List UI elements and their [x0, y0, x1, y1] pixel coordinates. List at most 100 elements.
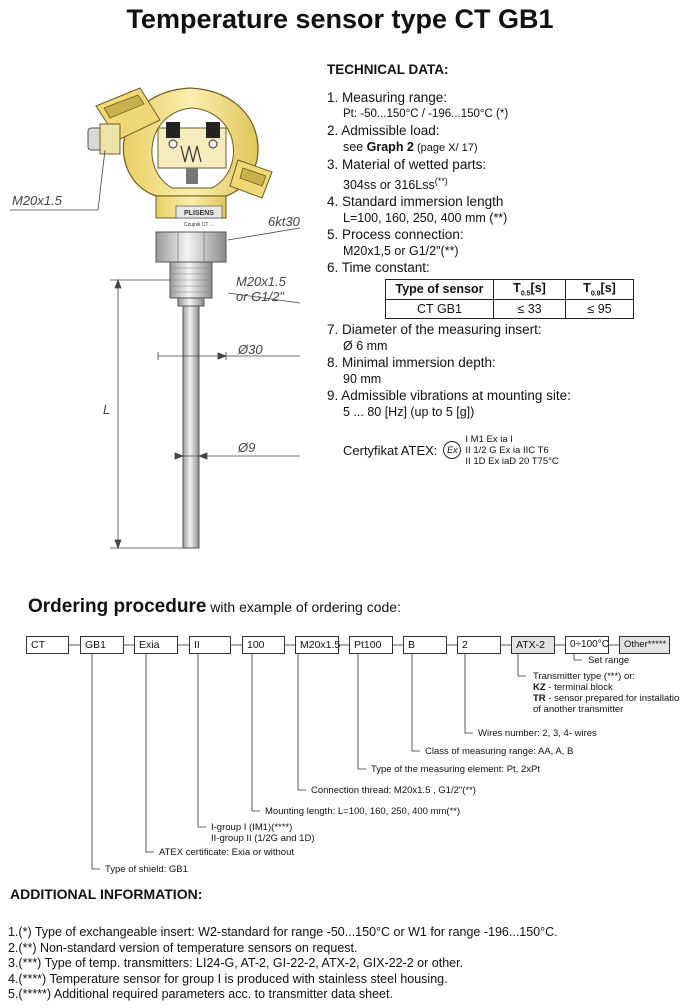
ordering-subtitle: with example of ordering code: — [206, 599, 401, 615]
annotation-element: Type of the measuring element: Pt, 2xPt — [371, 764, 540, 775]
annotation-transmitter: Transmitter type (***) or: KZ - terminal… — [533, 671, 680, 715]
cert-line-2: II 1/2 G Ex ia IIC T6 — [465, 444, 549, 456]
annotation-group-1: I-group I (IM1)(****) — [211, 822, 293, 833]
annotation-group-2: II-group II (1/2G and 1D) — [211, 833, 315, 844]
t09-sub: 0.9 — [590, 290, 601, 298]
time-constant-table: Type of sensor T0.5[s] T0.9[s] CT GB1 ≤ … — [385, 279, 634, 319]
annotation-mounting: Mounting length: L=100, 160, 250, 400 mm… — [265, 806, 461, 817]
tech-item-9-value: 5 ... 80 [Hz] (up to 5 [g]) — [343, 404, 475, 419]
code-box-length: 100 — [242, 636, 285, 654]
ordering-heading: Ordering procedure with example of order… — [28, 596, 401, 618]
annotation-transmitter-1: Transmitter type (***) or: — [533, 671, 636, 682]
tech-item-6: 6. Time constant: — [327, 260, 430, 276]
tech-item-3-value: 304ss or 316Lss(**) — [327, 173, 677, 193]
code-box-class: B — [403, 636, 447, 654]
tech-item-4-value: L=100, 160, 250, 400 mm (**) — [343, 211, 508, 226]
code-box-group: II — [189, 636, 231, 654]
annotation-tr: TR — [533, 693, 546, 704]
sensor-stem — [155, 231, 227, 549]
table-header-t05: T0.5[s] — [493, 279, 566, 300]
tech-item-7: 7. Diameter of the measuring insert: — [327, 321, 542, 337]
annotation-transmitter-4: of another transmitter — [533, 704, 624, 715]
technical-data: TECHNICAL DATA: 1. Measuring range: Pt: … — [327, 62, 677, 467]
table-header-type: Type of sensor — [385, 279, 494, 300]
note-1: 1.(*) Type of exchangeable insert: W2-st… — [8, 925, 558, 939]
annotation-tr-desc: - sensor prepared for installation — [545, 693, 680, 704]
annotation-group: I-group I (IM1)(****) II-group II (1/2G … — [211, 822, 315, 844]
tech-item-8: 8. Minimal immersion depth: — [327, 354, 496, 370]
code-box-other: Other***** — [619, 636, 670, 654]
tech-item-2: 2. Admissible load: — [327, 123, 440, 138]
ordering-leader-lines — [69, 644, 619, 870]
table-header-t09: T0.9[s] — [565, 279, 634, 300]
dim-d30-label: Ø30 — [238, 342, 263, 357]
annotation-kz: KZ — [533, 682, 546, 693]
table-cell-type: CT GB1 — [385, 298, 494, 319]
table-cell-t09: ≤ 95 — [565, 298, 634, 319]
code-box-thread: M20x1.5 — [295, 636, 340, 654]
tech-item-3-material: 304ss or 316Lss — [343, 178, 435, 193]
cert-line-1: I M1 Ex ia I — [465, 433, 513, 445]
tech-heading: TECHNICAL DATA: — [327, 62, 449, 77]
note-5: 5.(*****) Additional required parameters… — [8, 987, 393, 1001]
sensor-drawing: PLISENS Czujnik CT ... — [10, 87, 301, 550]
tech-item-3: 3. Material of wetted parts: — [327, 157, 487, 172]
t05-unit: [s] — [530, 281, 546, 296]
code-box-shield: GB1 — [80, 636, 124, 654]
housing-head: PLISENS Czujnik CT ... — [87, 87, 273, 228]
dim-thread-label-1: M20x1.5 — [236, 274, 286, 289]
code-box-wires: 2 — [457, 636, 501, 654]
tech-item-5-value: M20x1,5 or G1/2"(**) — [343, 244, 459, 259]
tech-item-1-value: Pt: -50...150°C / -196...150°C (*) — [343, 108, 509, 120]
note-3: 3.(***) Type of temp. transmitters: LI24… — [8, 956, 464, 970]
dimension-lines — [10, 149, 301, 550]
tech-item-2-graph: Graph 2 — [366, 140, 414, 154]
ordering-title: Ordering procedure — [28, 596, 207, 617]
code-box-transmitter: ATX-2 — [511, 636, 555, 654]
tech-item-7-value: Ø 6 mm — [343, 338, 388, 353]
t05-t: T — [513, 281, 521, 296]
dim-m20-label: M20x1.5 — [12, 193, 62, 208]
tech-item-9: 9. Admissible vibrations at mounting sit… — [327, 387, 571, 403]
code-box-element: Pt100 — [349, 636, 393, 654]
annotation-set-range: Set range — [588, 655, 630, 666]
t09-unit: [s] — [600, 281, 616, 296]
t05-sub: 0.5 — [520, 290, 531, 298]
code-box-atex: Exia — [134, 636, 178, 654]
additional-notes: 1.(*) Type of exchangeable insert: W2-st… — [8, 925, 558, 1003]
tech-item-8-value: 90 mm — [343, 371, 382, 386]
atex-certificate: Certyfikat ATEX: Ex I M1 Ex ia I II 1/2 … — [327, 434, 677, 467]
annotation-transmitter-2: KZ - terminal block — [533, 682, 680, 693]
ex-icon: Ex — [443, 441, 462, 460]
tech-item-1: 1. Measuring range: — [327, 90, 448, 105]
cert-line-3: II 1D Ex iaD 20 T75°C — [465, 455, 559, 467]
dim-thread-label-2: or G1/2" — [236, 289, 284, 304]
annotation-wires: Wires number: 2, 3, 4- wires — [478, 728, 597, 739]
dim-d9-label: Ø9 — [238, 440, 256, 455]
table-cell-t05: ≤ 33 — [493, 298, 566, 319]
tech-item-5: 5. Process connection: — [327, 227, 464, 243]
annotation-atex: ATEX certificate: Exia or without — [159, 847, 294, 858]
annotation-kz-desc: - terminal block — [545, 682, 613, 693]
plate-text: Czujnik CT ... — [184, 222, 214, 228]
tech-item-2-value: see Graph 2 (page X/ 17) — [327, 139, 677, 156]
cert-label: Certyfikat ATEX: — [343, 442, 438, 458]
dim-l-label: L — [103, 402, 111, 417]
logo-text: PLISENS — [184, 210, 214, 217]
additional-heading: ADDITIONAL INFORMATION: — [10, 886, 203, 902]
tech-item-3-note: (**) — [434, 176, 448, 186]
code-box-range: 0÷100°C — [565, 636, 609, 654]
tech-item-4: 4. Standard immersion length — [327, 194, 504, 210]
annotation-class: Class of measuring range: AA, A, B — [425, 746, 574, 757]
annotation-transmitter-3: TR - sensor prepared for installation — [533, 693, 680, 704]
page-title: Temperature sensor type CT GB1 — [126, 4, 554, 34]
note-4: 4.(****) Temperature sensor for group I … — [8, 971, 448, 986]
tech-item-2-page: (page X/ 17) — [413, 142, 478, 154]
code-box-series: CT — [26, 636, 69, 654]
cert-lines: I M1 Ex ia I II 1/2 G Ex ia IIC T6 II 1D… — [465, 434, 558, 467]
dim-6kt-label: 6kt30 — [268, 214, 300, 229]
t09-t: T — [583, 281, 591, 296]
tech-item-2-see: see — [343, 140, 367, 154]
note-2: 2.(**) Non-standard version of temperatu… — [8, 940, 358, 955]
annotation-thread: Connection thread: M20x1.5 , G1/2"(**) — [311, 785, 476, 796]
